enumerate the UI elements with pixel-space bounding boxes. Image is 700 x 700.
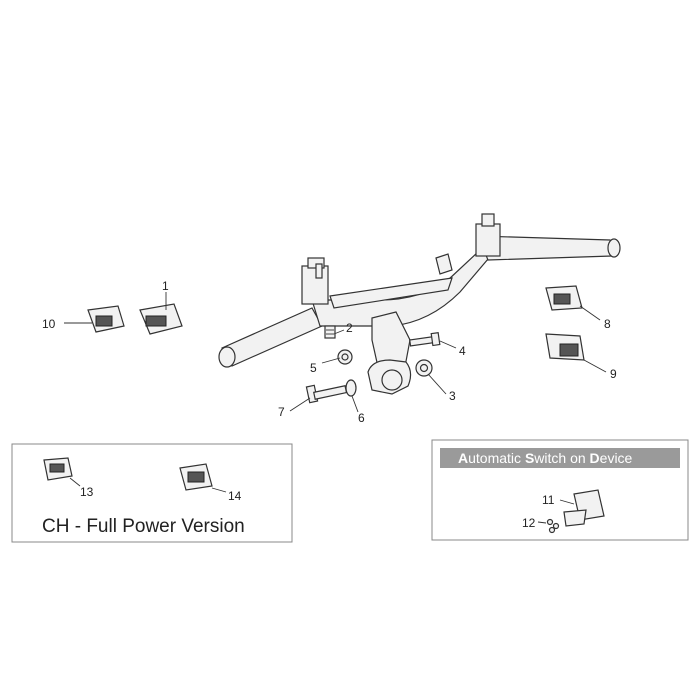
- switch-part-1: [139, 303, 183, 335]
- mount-tab: [435, 253, 453, 275]
- bolt-part-7: [305, 384, 348, 404]
- switch-part-13: [43, 457, 73, 481]
- callout-9: 9: [610, 367, 617, 381]
- switch-part-9: [545, 333, 585, 361]
- callout-11: 11: [542, 493, 555, 507]
- callout-4: 4: [459, 344, 466, 358]
- bolt-part-4: [409, 331, 441, 347]
- screws-part-12: [546, 518, 560, 534]
- callout-5: 5: [310, 361, 317, 375]
- banner-part: evice: [600, 450, 633, 466]
- callout-13: 13: [80, 485, 94, 499]
- stem-bracket: [367, 311, 412, 395]
- left-clamp: [301, 257, 329, 305]
- full-power-caption: CH - Full Power Version: [42, 516, 245, 537]
- automatic-switch-box: Automatic Switch on Device 11 12: [431, 439, 689, 541]
- banner-part: utomatic: [468, 450, 525, 466]
- callout-2: 2: [346, 321, 353, 335]
- full-power-version-box: 13 14 CH - Full Power Version: [11, 443, 293, 543]
- banner-part: D: [590, 450, 600, 466]
- callout-10: 10: [42, 317, 56, 331]
- banner-part: witch on: [533, 450, 589, 466]
- callout-1: 1: [162, 279, 169, 293]
- automatic-switch-banner: [440, 448, 680, 468]
- washer-part-6: [345, 379, 357, 397]
- callout-7: 7: [278, 405, 285, 419]
- right-clamp: [475, 213, 501, 257]
- switch-part-14: [179, 463, 213, 491]
- switch-part-10: [87, 305, 125, 333]
- callout-14: 14: [228, 489, 242, 503]
- handlebar-tube: [218, 235, 621, 368]
- nut-part-3: [415, 359, 433, 377]
- banner-part: A: [458, 450, 468, 466]
- banner-part: S: [525, 450, 534, 466]
- automatic-switch-title: Automatic Switch on Device: [458, 450, 633, 466]
- switch-part-8: [545, 285, 583, 311]
- callout-3: 3: [449, 389, 456, 403]
- callout-6: 6: [358, 411, 365, 425]
- spring-clip-part: [324, 325, 336, 339]
- leader-lines: [64, 292, 607, 413]
- device-part-11: [563, 489, 605, 527]
- nut-part-5: [337, 349, 353, 365]
- callout-8: 8: [604, 317, 611, 331]
- callout-12: 12: [522, 516, 536, 530]
